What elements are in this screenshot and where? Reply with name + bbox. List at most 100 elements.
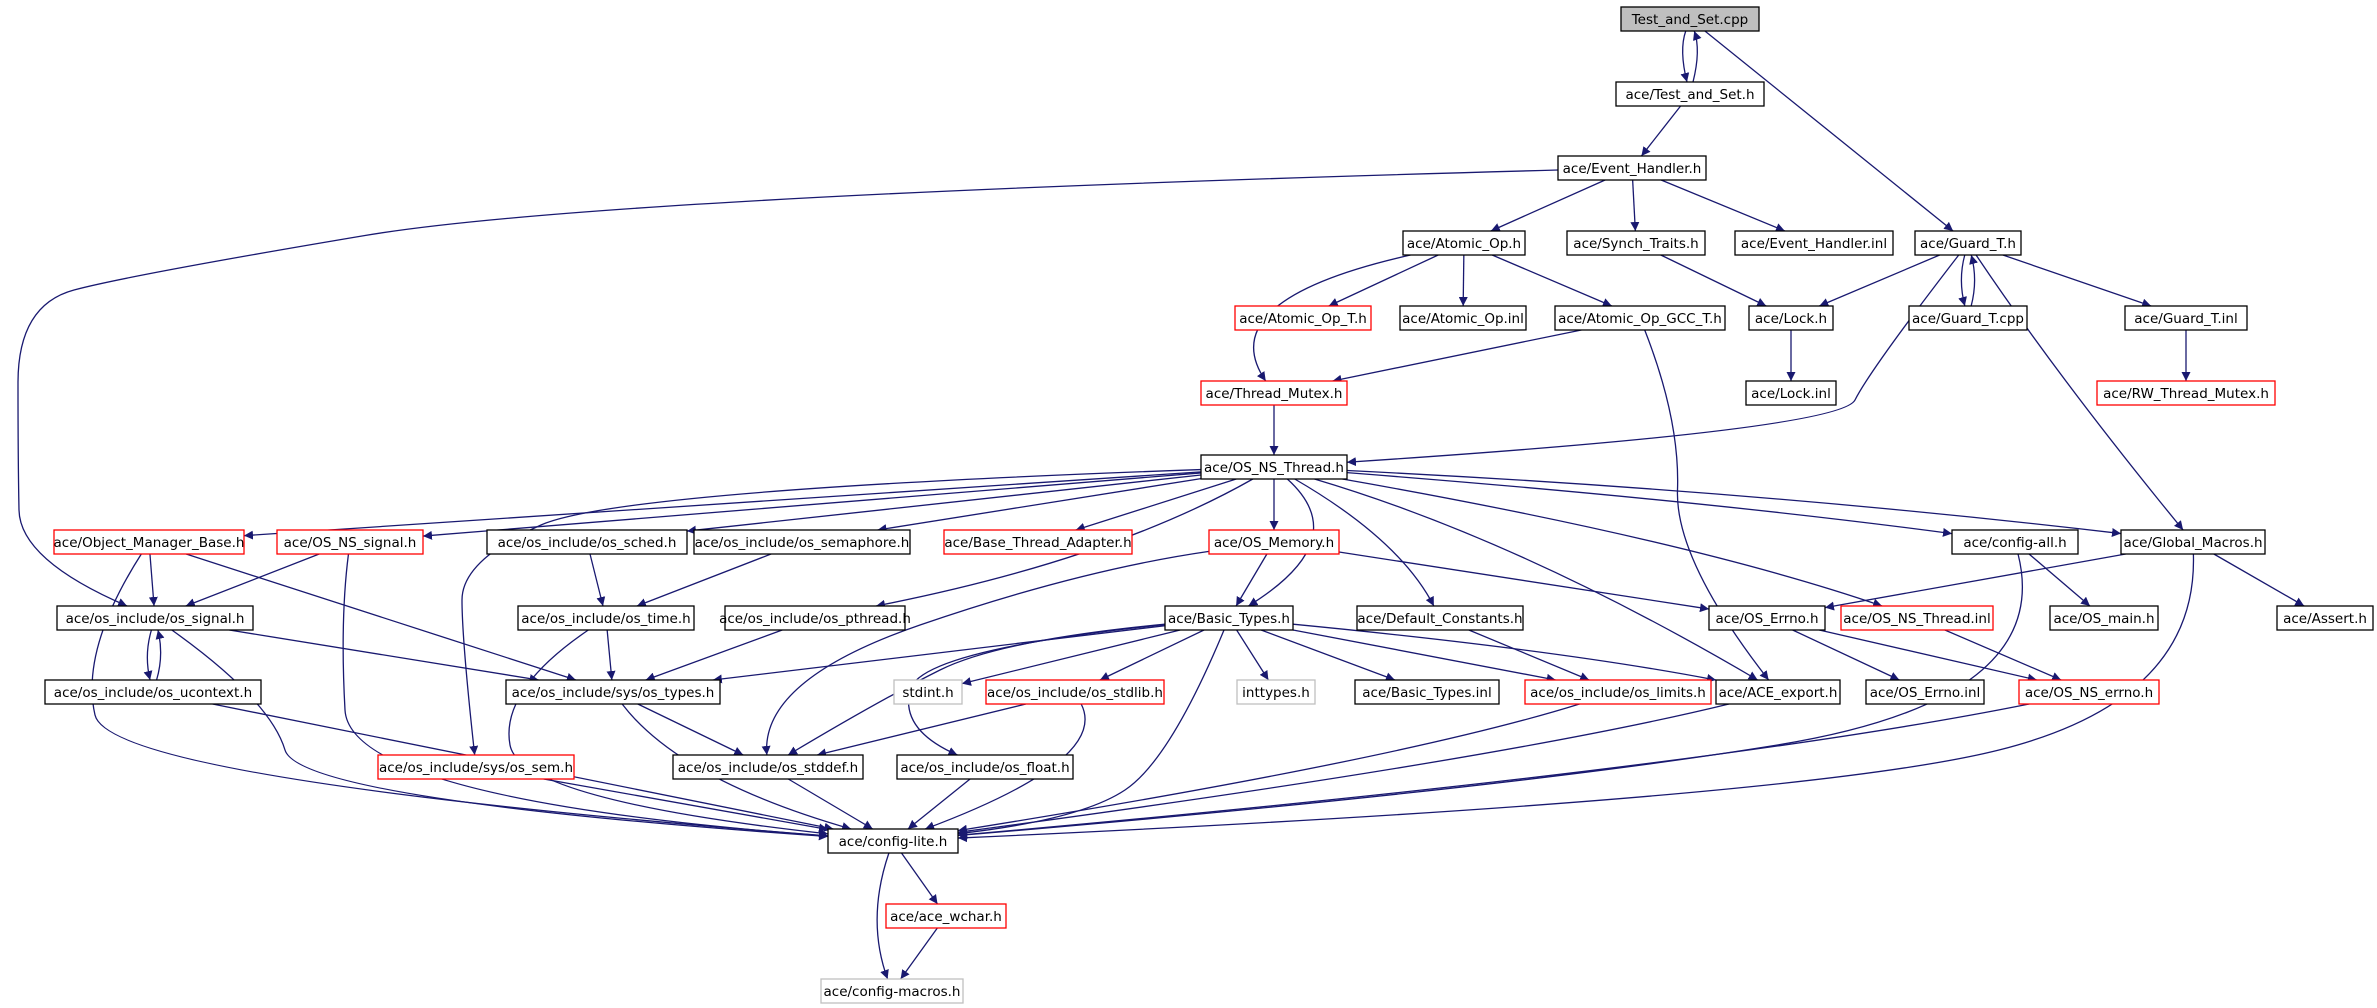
node-label: ace/OS_NS_errno.h (2025, 685, 2153, 701)
edge-sys-os-sem-h-to-config-lite-h (543, 778, 829, 833)
node-assert-h[interactable]: ace/Assert.h (2276, 605, 2374, 631)
node-box (1708, 605, 1826, 631)
node-os-errno-inl[interactable]: ace/OS_Errno.inl (1865, 679, 1985, 705)
node-basic-types-inl[interactable]: ace/Basic_Types.inl (1354, 679, 1500, 705)
node-guard-t-h[interactable]: ace/Guard_T.h (1914, 230, 2022, 256)
node-config-lite-h[interactable]: ace/config-lite.h (827, 828, 959, 854)
edge-os-ns-thread-h-to-config-all-h (1346, 472, 1953, 537)
edge-basic-types-h-to-ace-export-h (1292, 623, 1717, 683)
node-event-handler-h[interactable]: ace/Event_Handler.h (1557, 155, 1707, 181)
node-atomic-op-t-h[interactable]: ace/Atomic_Op_T.h (1234, 305, 1372, 331)
node-object-manager-base-h[interactable]: ace/Object_Manager_Base.h (53, 529, 245, 555)
node-box (1524, 679, 1712, 705)
node-label: ace/config-macros.h (824, 984, 961, 1000)
node-os-sched-h[interactable]: ace/os_include/os_sched.h (486, 529, 688, 555)
node-label: ace/os_include/os_float.h (900, 760, 1069, 776)
edge-os-errno-h-to-os-errno-inl (1792, 629, 1900, 681)
node-os-stdlib-h[interactable]: ace/os_include/os_stdlib.h (985, 679, 1165, 705)
node-os-time-h[interactable]: ace/os_include/os_time.h (517, 605, 695, 631)
edge-sys-os-types-h-to-os-stddef-h (637, 703, 744, 756)
edge-os-memory-h-to-os-stddef-h (761, 550, 1210, 756)
node-guard-t-cpp[interactable]: ace/Guard_T.cpp (1908, 305, 2028, 331)
node-os-pthread-h[interactable]: ace/os_include/os_pthread.h (719, 605, 911, 631)
node-os-limits-h[interactable]: ace/os_include/os_limits.h (1524, 679, 1712, 705)
node-os-ns-errno-h[interactable]: ace/OS_NS_errno.h (2018, 679, 2160, 705)
node-guard-t-inl[interactable]: ace/Guard_T.inl (2124, 305, 2248, 331)
node-box (1566, 230, 1706, 256)
node-ace-wchar-h[interactable]: ace/ace_wchar.h (885, 903, 1007, 929)
node-global-macros-h[interactable]: ace/Global_Macros.h (2120, 529, 2266, 555)
node-os-float-h[interactable]: ace/os_include/os_float.h (896, 754, 1074, 780)
node-thread-mutex-h[interactable]: ace/Thread_Mutex.h (1200, 380, 1348, 406)
node-sys-os-types-h[interactable]: ace/os_include/sys/os_types.h (505, 679, 721, 705)
edge-guard-t-h-to-global-macros-h (1975, 254, 2184, 531)
node-label: ace/Atomic_Op_GCC_T.h (1558, 311, 1722, 327)
node-box (486, 529, 688, 555)
node-label: ace/Atomic_Op_T.h (1239, 311, 1367, 327)
node-lock-inl[interactable]: ace/Lock.inl (1745, 380, 1837, 406)
node-synch-traits-h[interactable]: ace/Synch_Traits.h (1566, 230, 1706, 256)
node-box (2120, 529, 2266, 555)
node-label: ace/OS_Errno.h (1715, 611, 1818, 627)
edge-os-limits-h-to-config-lite-h (957, 703, 1580, 834)
node-box (2096, 380, 2276, 406)
node-atomic-op-h[interactable]: ace/Atomic_Op.h (1402, 230, 1526, 256)
node-os-errno-h[interactable]: ace/OS_Errno.h (1708, 605, 1826, 631)
node-os-signal-h[interactable]: ace/os_include/os_signal.h (56, 605, 254, 631)
node-base-thread-adapter-h[interactable]: ace/Base_Thread_Adapter.h (943, 529, 1133, 555)
node-box (1748, 305, 1834, 331)
edge-os-ns-errno-h-to-config-lite-h (957, 703, 2030, 839)
edge-os-ns-thread-inl-to-os-ns-errno-h (1944, 629, 2062, 681)
edge-global-macros-h-to-os-errno-h (1824, 553, 2126, 611)
edge-tas-h-to-root (1692, 30, 1702, 83)
node-os-memory-h[interactable]: ace/OS_Memory.h (1208, 529, 1340, 555)
node-label: ace/Event_Handler.inl (1741, 236, 1887, 252)
node-box (44, 679, 262, 705)
node-box (985, 679, 1165, 705)
node-box (276, 529, 424, 555)
node-box (724, 605, 906, 631)
edge-config-all-h-to-os-main-h (2028, 553, 2091, 607)
node-label: ace/os_include/os_ucontext.h (54, 685, 252, 701)
node-os-ns-thread-h[interactable]: ace/OS_NS_Thread.h (1200, 454, 1348, 480)
edge-os-pthread-h-to-sys-os-types-h (645, 629, 783, 682)
edge-config-lite-h-to-ace-wchar-h (900, 852, 939, 905)
node-label: ace/Test_and_Set.h (1625, 87, 1754, 103)
edge-guard-t-cpp-to-guard-t-h (1969, 254, 1978, 307)
node-label: ace/os_include/sys/os_sem.h (379, 760, 573, 776)
node-default-constants-h[interactable]: ace/Default_Constants.h (1356, 605, 1524, 631)
node-label: ace/Base_Thread_Adapter.h (944, 535, 1131, 551)
node-rw-thread-mutex-h[interactable]: ace/RW_Thread_Mutex.h (2096, 380, 2276, 406)
node-os-stddef-h[interactable]: ace/os_include/os_stddef.h (672, 754, 864, 780)
node-box (1557, 155, 1707, 181)
node-root[interactable]: Test_and_Set.cpp (1620, 6, 1760, 32)
node-os-ns-signal-h[interactable]: ace/OS_NS_signal.h (276, 529, 424, 555)
edge-basic-types-h-to-os-limits-h (1292, 629, 1556, 683)
node-os-ns-thread-inl[interactable]: ace/OS_NS_Thread.inl (1840, 605, 1994, 631)
node-config-all-h[interactable]: ace/config-all.h (1951, 529, 2079, 555)
node-label: ace/RW_Thread_Mutex.h (2103, 386, 2269, 402)
edge-global-macros-h-to-config-lite-h (957, 553, 2195, 843)
node-atomic-op-inl[interactable]: ace/Atomic_Op.inl (1399, 305, 1527, 331)
node-lock-h[interactable]: ace/Lock.h (1748, 305, 1834, 331)
edge-event-handler-h-to-atomic-op-h (1490, 179, 1606, 232)
node-label: ace/OS_NS_signal.h (284, 535, 417, 551)
edge-event-handler-h-to-event-handler-inl (1660, 179, 1786, 232)
node-event-handler-inl[interactable]: ace/Event_Handler.inl (1734, 230, 1894, 256)
node-os-semaphore-h[interactable]: ace/os_include/os_semaphore.h (693, 529, 911, 555)
node-box (1951, 529, 2079, 555)
node-ace-export-h[interactable]: ace/ACE_export.h (1715, 679, 1841, 705)
node-stdint-h: stdint.h (893, 679, 963, 705)
node-label: ace/Atomic_Op.h (1407, 236, 1521, 252)
node-label: ace/Basic_Types.inl (1362, 685, 1491, 701)
edge-event-handler-h-to-synch-traits-h (1630, 179, 1640, 232)
node-basic-types-h[interactable]: ace/Basic_Types.h (1164, 605, 1294, 631)
node-atomic-op-gcc-t-h[interactable]: ace/Atomic_Op_GCC_T.h (1554, 305, 1726, 331)
edge-os-ns-thread-h-to-base-thread-adapter-h (1075, 478, 1237, 532)
node-os-ucontext-h[interactable]: ace/os_include/os_ucontext.h (44, 679, 262, 705)
edge-root-to-guard-t-h (1704, 30, 1954, 232)
node-os-main-h[interactable]: ace/OS_main.h (2049, 605, 2159, 631)
node-tas-h[interactable]: ace/Test_and_Set.h (1615, 81, 1765, 107)
node-sys-os-sem-h[interactable]: ace/os_include/sys/os_sem.h (377, 754, 575, 780)
node-label: ace/Object_Manager_Base.h (54, 535, 245, 551)
